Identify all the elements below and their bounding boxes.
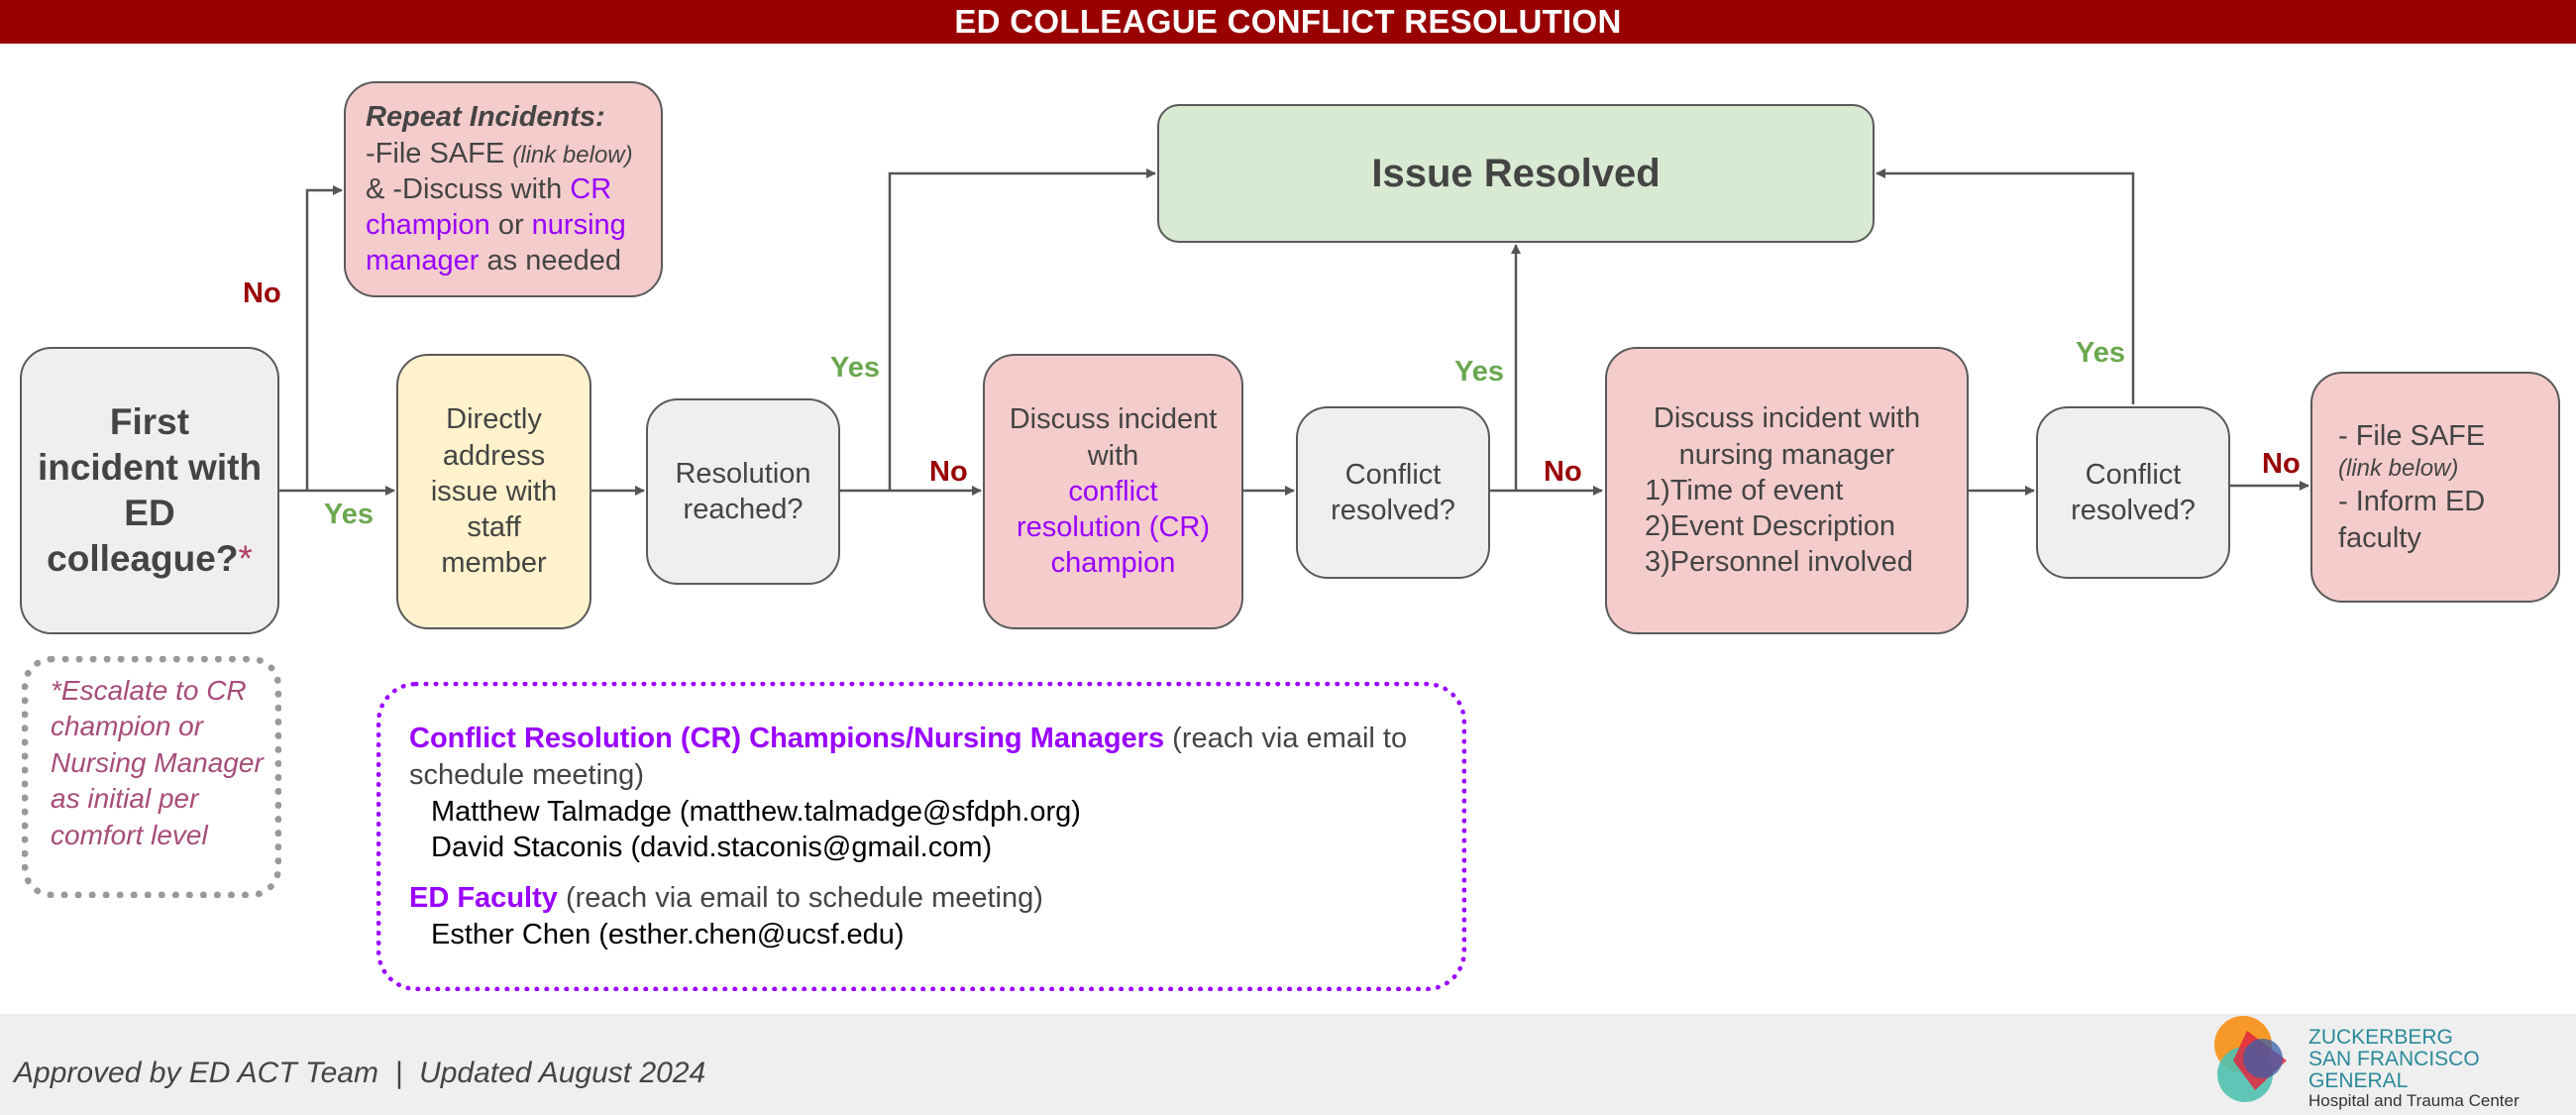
footer-approval-text: Approved by ED ACT Team | Updated August… xyxy=(14,1057,706,1089)
contacts-box: Conflict Resolution (CR) Champions/Nursi… xyxy=(376,682,1466,991)
contact-person: Esther Chen (esther.chen@ucsf.edu) xyxy=(431,919,905,951)
contact-person: David Staconis (david.staconis@gmail.com… xyxy=(431,832,993,864)
node-discuss-cr-champion: Discuss incident with conflict resolutio… xyxy=(983,354,1243,629)
edge-label-no-2: No xyxy=(929,456,968,488)
edge-label-yes-2: Yes xyxy=(830,352,880,384)
node-nursing-manager: Discuss incident with nursing manager 1)… xyxy=(1605,347,1969,634)
escalate-note: *Escalate to CR champion or Nursing Mana… xyxy=(22,656,281,898)
page-title: ED COLLEAGUE CONFLICT RESOLUTION xyxy=(0,0,2576,44)
edge-label-yes-3: Yes xyxy=(1454,356,1504,388)
hospital-logo-text: ZUCKERBERG SAN FRANCISCO GENERAL Hospita… xyxy=(2308,1026,2520,1111)
node-first-incident-text: First incident with ED colleague? xyxy=(37,400,263,580)
node-repeat-incidents: Repeat Incidents: -File SAFE (link below… xyxy=(344,81,663,297)
edge-label-no-1: No xyxy=(243,278,281,309)
faculty-contacts-heading: ED Faculty (reach via email to schedule … xyxy=(409,882,1043,915)
node-resolution-reached: Resolution reached? xyxy=(646,398,840,585)
edge-conflict2-to-resolved xyxy=(1876,168,2135,404)
node-directly-address: Directly address issue with staff member xyxy=(396,354,591,629)
hospital-logo-icon xyxy=(2214,1016,2287,1102)
node-first-incident: First incident with ED colleague?* xyxy=(20,347,279,634)
cr-contacts-heading: Conflict Resolution (CR) Champions/Nursi… xyxy=(409,723,1408,791)
node-issue-resolved: Issue Resolved xyxy=(1157,104,1875,243)
edge-label-yes-4: Yes xyxy=(2076,337,2125,369)
edge-label-yes-1: Yes xyxy=(324,499,374,530)
edge-resolution-to-resolved xyxy=(888,168,1156,491)
node-file-safe: - File SAFE (link below) - Inform ED fac… xyxy=(2310,372,2560,603)
contact-person: Matthew Talmadge (matthew.talmadge@sfdph… xyxy=(431,795,1081,828)
edge-label-no-3: No xyxy=(1544,456,1582,488)
edge-first-to-repeat xyxy=(305,185,343,491)
node-conflict-resolved-2: Conflict resolved? xyxy=(2036,406,2230,579)
footer-bar xyxy=(0,1014,2576,1115)
edge-label-no-4: No xyxy=(2262,448,2301,480)
node-conflict-resolved-1: Conflict resolved? xyxy=(1296,406,1490,579)
